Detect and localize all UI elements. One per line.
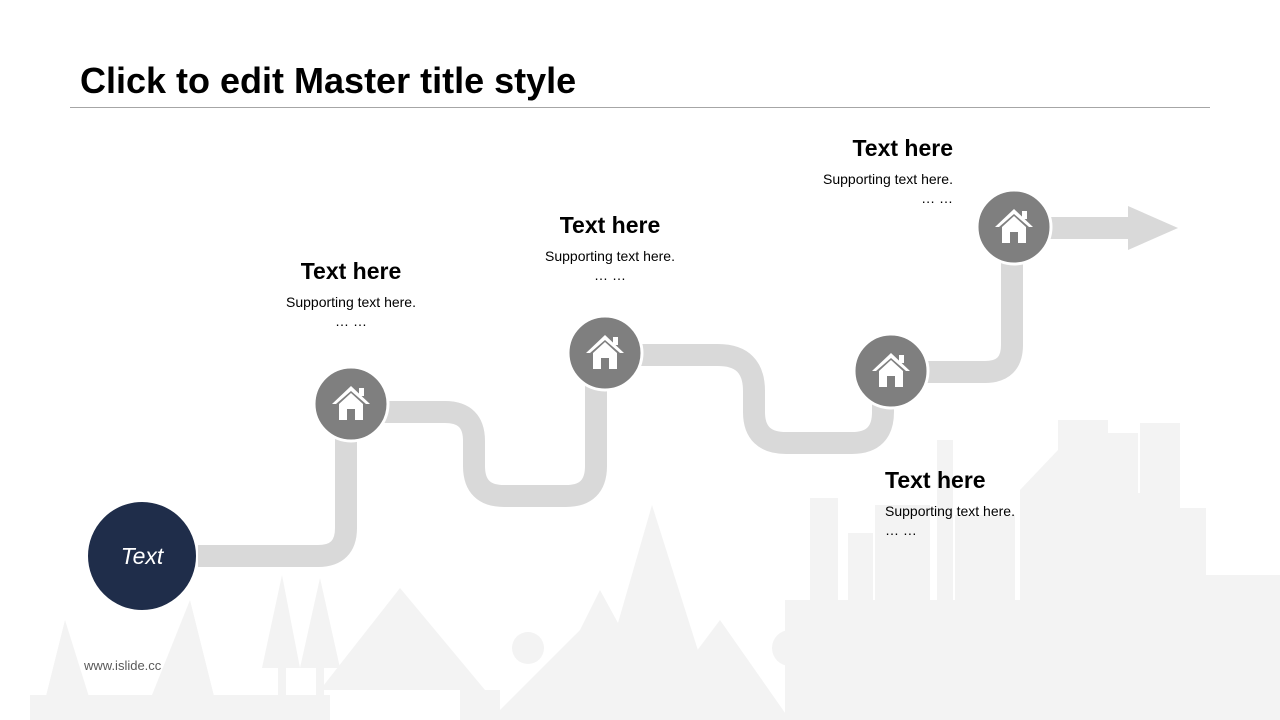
step-3-support: Supporting text here. — [885, 503, 1015, 519]
start-label[interactable]: Text — [120, 542, 164, 569]
house-icon — [995, 209, 1033, 243]
step-4-ellipsis: … … — [921, 190, 953, 206]
step-1-support: Supporting text here. — [286, 294, 416, 310]
step-1-heading: Text here — [300, 258, 402, 284]
step-3-ellipsis: … … — [885, 522, 917, 538]
step-2-ellipsis: … … — [594, 267, 626, 283]
house-icon — [332, 386, 370, 420]
start-circle — [86, 500, 198, 612]
step-3-heading: Text here — [885, 467, 986, 493]
step-1-ellipsis: … … — [335, 313, 367, 329]
house-icon — [872, 353, 910, 387]
arrow-right-icon — [1128, 206, 1178, 250]
step-2-heading: Text here — [559, 212, 661, 238]
step-1-textblock[interactable]: Text here Supporting text here. … … — [286, 257, 416, 329]
timeline-road — [198, 217, 1130, 567]
footer-url: www.islide.cc — [84, 658, 162, 673]
step-2-support: Supporting text here. — [545, 248, 675, 264]
step-4-support: Supporting text here. — [823, 171, 953, 187]
step-4-heading: Text here — [852, 135, 953, 161]
title-divider — [70, 107, 1210, 108]
step-2-textblock[interactable]: Text here Supporting text here. … … — [545, 211, 675, 283]
step-4-textblock[interactable]: Text here Supporting text here. … … — [823, 134, 953, 206]
page-title[interactable]: Click to edit Master title style — [80, 60, 577, 101]
house-icon — [586, 335, 624, 369]
step-3-textblock[interactable]: Text here Supporting text here. … … — [885, 466, 1015, 538]
